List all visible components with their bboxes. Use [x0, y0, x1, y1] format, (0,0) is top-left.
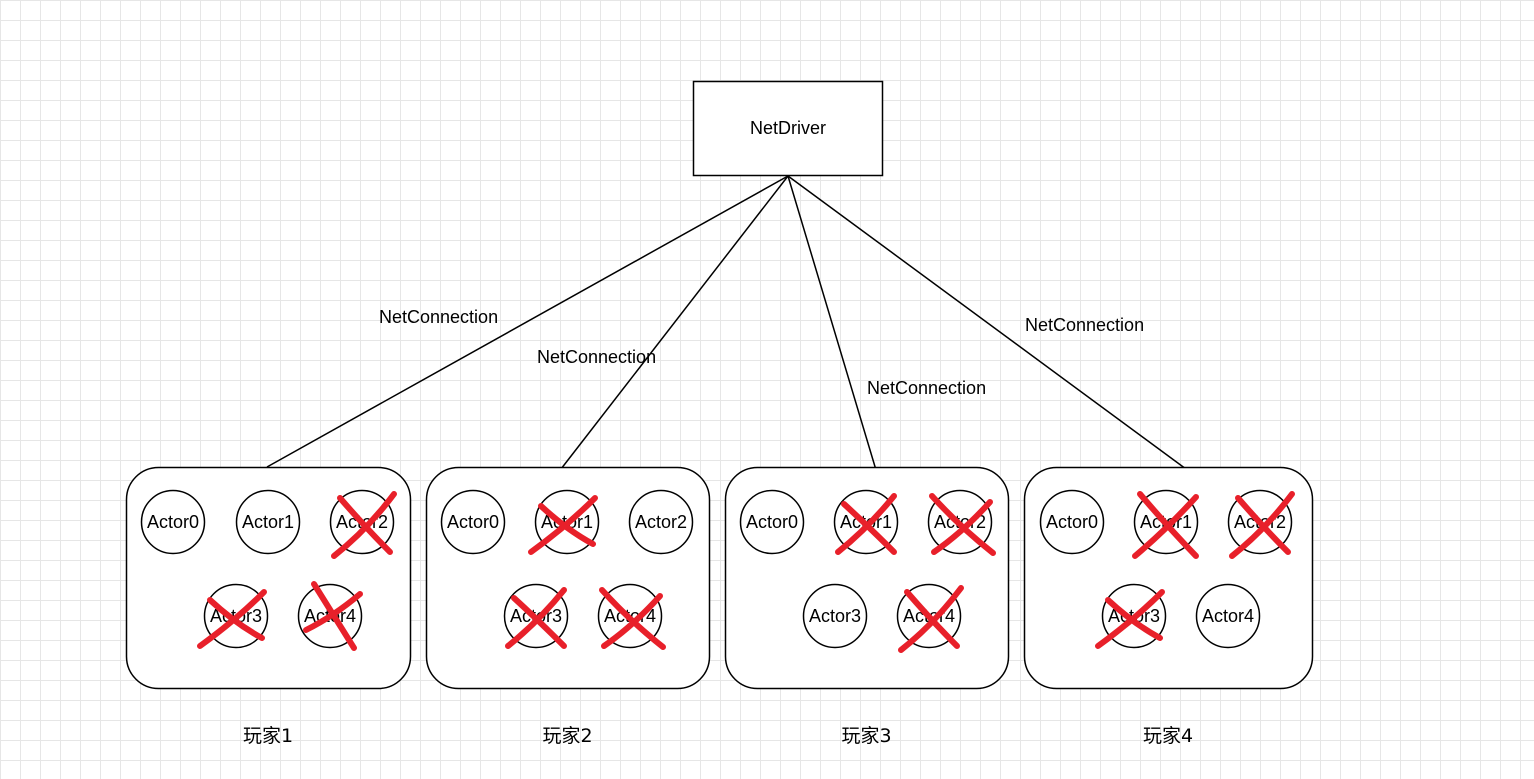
removed-cross-icon: [197, 589, 267, 649]
actor-node[interactable]: Actor3: [1095, 583, 1167, 649]
removed-cross-icon: [835, 493, 897, 555]
actor-node[interactable]: Actor4: [896, 583, 964, 653]
actor-node[interactable]: Actor3: [503, 583, 569, 649]
removed-cross-icon: [1132, 491, 1199, 559]
netdriver-node[interactable]: NetDriver: [692, 80, 884, 177]
removed-cross-icon: [528, 495, 598, 555]
actor-node[interactable]: Actor3: [197, 583, 269, 649]
removed-cross-icon: [331, 491, 397, 559]
edge-netdriver-player4: [787, 175, 1187, 470]
actor-circle: [802, 583, 868, 649]
actor-label: Actor1: [242, 512, 294, 532]
actor-circle: [1039, 489, 1105, 555]
removed-cross-icon: [303, 581, 363, 651]
actor-label: Actor4: [1202, 606, 1254, 626]
player-label: 玩家1: [243, 725, 293, 747]
actor-circle: [739, 489, 805, 555]
removed-cross-icon: [929, 493, 996, 556]
actor-node[interactable]: Actor2: [927, 489, 996, 556]
actor-label: Actor0: [147, 512, 199, 532]
actor-circle: [235, 489, 301, 555]
edge-label-player2: NetConnection: [537, 347, 656, 367]
removed-cross-icon: [599, 587, 666, 650]
edge-label-player1: NetConnection: [379, 307, 498, 327]
actor-node[interactable]: Actor1: [528, 489, 600, 555]
actor-node[interactable]: Actor4: [597, 583, 666, 650]
actor-node[interactable]: Actor4: [297, 581, 363, 651]
netdriver-label: NetDriver: [750, 118, 826, 138]
actor-circle: [628, 489, 694, 555]
netdriver-box: [692, 80, 884, 177]
player-label: 玩家4: [1143, 725, 1193, 747]
actor-node[interactable]: Actor2: [329, 489, 397, 559]
actor-node[interactable]: Actor2: [628, 489, 694, 555]
edge-netdriver-player3: [787, 175, 877, 471]
edge-netdriver-player2: [560, 175, 789, 470]
actor-label: Actor0: [1046, 512, 1098, 532]
removed-cross-icon: [1229, 491, 1295, 559]
actor-label: Actor0: [746, 512, 798, 532]
removed-cross-icon: [1095, 589, 1165, 649]
removed-cross-icon: [505, 587, 567, 649]
edge-label-player4: NetConnection: [1025, 315, 1144, 335]
edge-netdriver-player1: [266, 175, 789, 468]
connection-edges: [266, 175, 1187, 471]
actor-node[interactable]: Actor0: [739, 489, 805, 555]
player-label: 玩家2: [542, 725, 592, 747]
removed-cross-icon: [898, 585, 964, 653]
actor-node[interactable]: Actor1: [1132, 489, 1199, 559]
actor-node[interactable]: Actor0: [140, 489, 206, 555]
actor-label: Actor2: [635, 512, 687, 532]
actor-circle: [1195, 583, 1261, 649]
actor-node[interactable]: Actor1: [833, 489, 899, 555]
actor-node[interactable]: Actor1: [235, 489, 301, 555]
actor-node[interactable]: Actor0: [1039, 489, 1105, 555]
edge-label-player3: NetConnection: [867, 378, 986, 398]
actor-label: Actor3: [809, 606, 861, 626]
actor-circle: [440, 489, 506, 555]
actor-node[interactable]: Actor0: [440, 489, 506, 555]
actor-node[interactable]: Actor3: [802, 583, 868, 649]
player-label: 玩家3: [841, 725, 891, 747]
actor-label: Actor0: [447, 512, 499, 532]
actor-node[interactable]: Actor4: [1195, 583, 1261, 649]
actor-circle: [140, 489, 206, 555]
actor-node[interactable]: Actor2: [1227, 489, 1295, 559]
